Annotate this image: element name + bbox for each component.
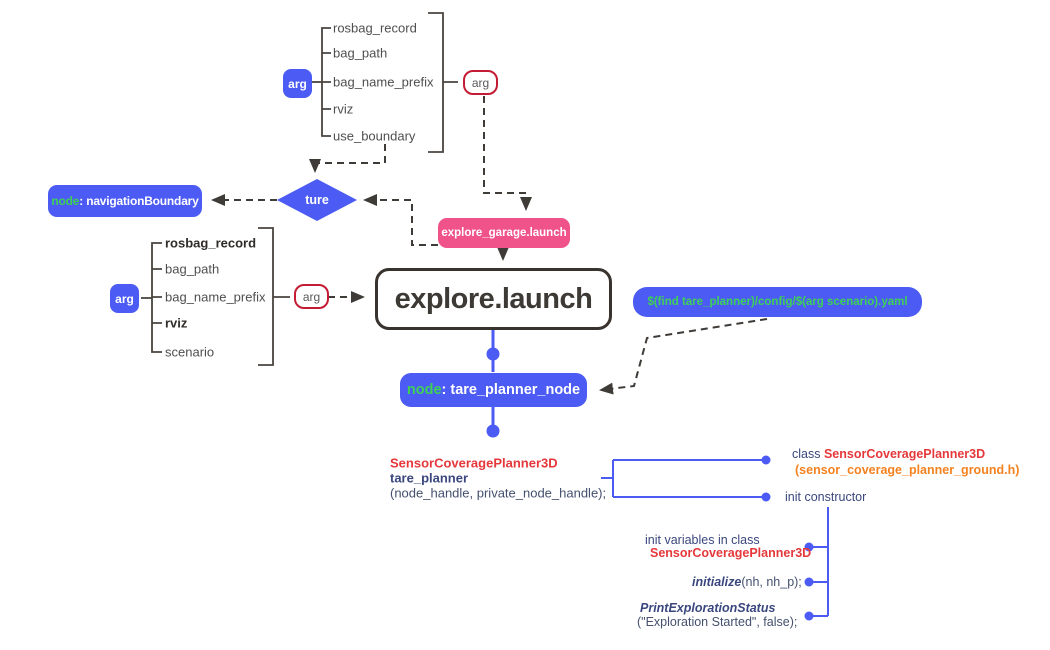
arg-list-item: rviz [333,101,354,117]
node-keyword: node [51,194,80,208]
explore-garage-launch-box: explore_garage.launch [438,218,570,248]
arg-list-item: use_boundary [333,128,416,144]
arg-capsule-top: arg [463,70,498,95]
initialize-args: (nh, nh_p); [741,575,802,589]
class-keyword: class [792,447,824,461]
initialize-fn: initialize [692,575,742,589]
middle-list-brackets [141,227,290,366]
constructor-bracket [601,459,764,498]
node-tare-planner: node: tare_planner_node [400,373,587,407]
branch-dot [761,455,771,465]
arg-list-item: bag_name_prefix [165,289,266,305]
arg-list-item: bag_name_prefix [333,74,434,90]
init-constructor-branch [810,507,829,617]
arg-to-explore-garage-arrow [483,96,532,211]
node-name: : tare_planner_node [441,382,581,398]
branch-dot [804,577,814,587]
flow-dot [486,424,500,438]
yaml-to-tare-node-arrow [599,318,768,395]
initialize-call: initialize(nh, nh_p); [692,575,802,589]
print-status-args: ("Exploration Started", false); [637,615,798,629]
node-navigation-boundary: node: navigationBoundary [48,185,202,217]
condition-label: ture [305,193,329,207]
arg-list-item: scenario [165,344,215,360]
arg-capsule-middle: arg [294,284,329,309]
arg-badge-top: arg [283,69,312,98]
arg-badge-middle: arg [110,284,139,313]
branch-dot [761,492,771,502]
arg-list-item: rosbag_record [165,235,257,251]
branch-dot [804,542,814,552]
arg-list-item: bag_path [333,45,388,61]
constructor-object-name: tare_planner [390,470,469,486]
branch-dot [804,611,814,621]
condition-diamond [277,179,357,221]
arg-list-item: rviz [165,315,188,331]
header-file: (sensor_coverage_planner_ground.h) [795,463,1020,477]
class-name: SensorCoveragePlanner3D [823,447,986,461]
use-boundary-to-condition-arrow [309,144,386,173]
init-constructor-label: init constructor [785,490,867,504]
print-status-fn: PrintExplorationStatus [640,601,776,615]
init-vars-line: init variables in class [645,533,760,547]
arg-list-item: rosbag_record [333,20,417,36]
flow-dot [486,347,500,361]
yaml-path-box: $(find tare_planner)/config/$(arg scenar… [633,287,922,317]
node-keyword: node [406,382,442,398]
node-name: : navigationBoundary [79,194,199,208]
dashed-connectors [211,96,768,395]
explore-launch-box: explore.launch [375,268,612,330]
top-list-brackets [311,12,458,153]
constructor-args: (node_handle, private_node_handle); [390,485,607,501]
arg-list-item: bag_path [165,261,220,277]
explore-garage-to-condition-arrow [363,194,438,246]
constructor-class-name: SensorCoveragePlanner3D [390,455,558,471]
blue-dots [486,347,814,621]
class-definition: class SensorCoveragePlanner3D [792,447,985,461]
init-vars-class-name: SensorCoveragePlanner3D [650,546,812,560]
